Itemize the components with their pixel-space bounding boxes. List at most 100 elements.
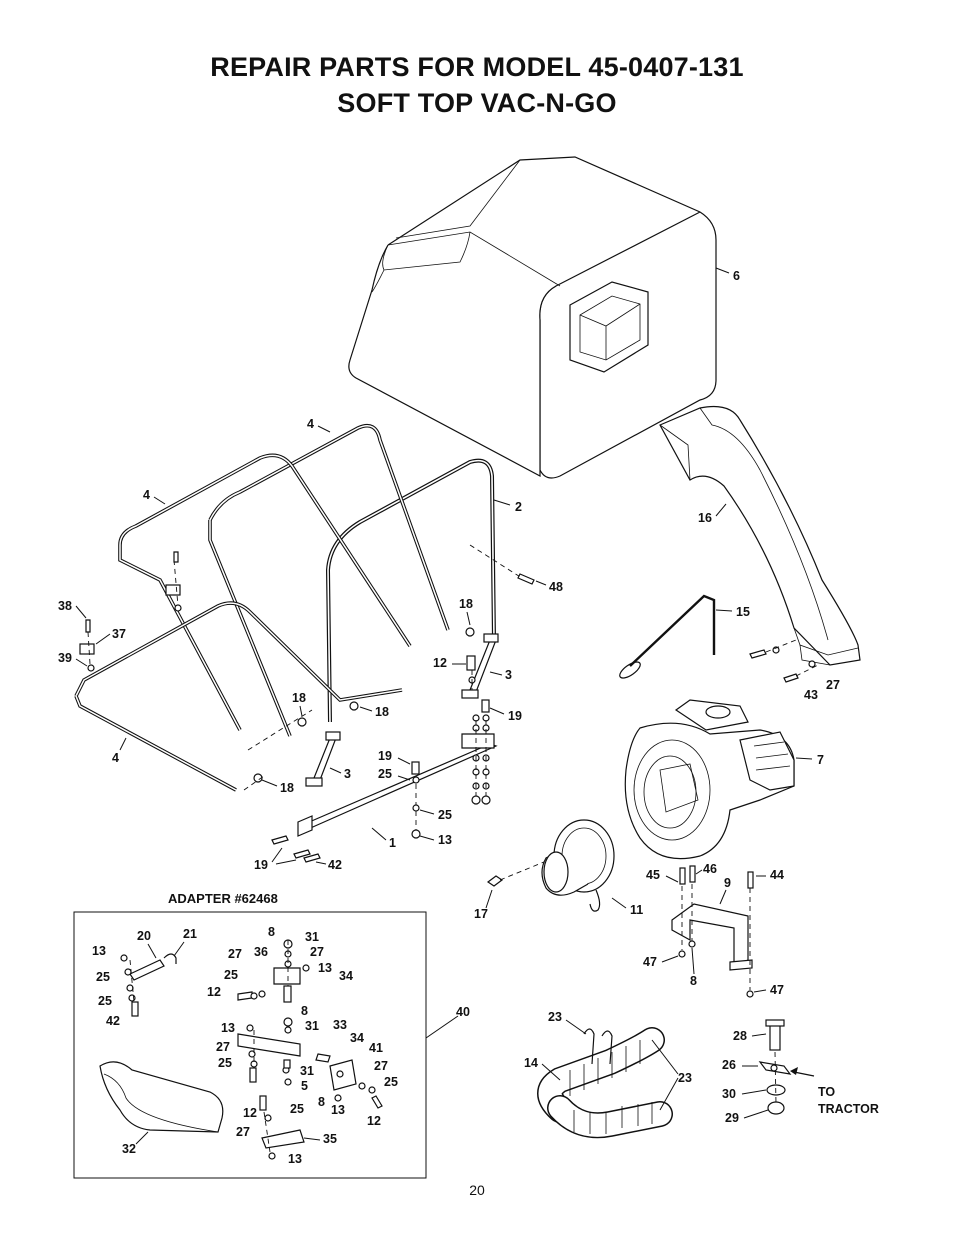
callout-44: 44 (770, 868, 784, 882)
callout-17: 17 (474, 907, 488, 921)
adapter-callout-12a: 12 (207, 985, 221, 999)
callout-19c: 19 (254, 858, 268, 872)
callout-40-leader (425, 1015, 459, 1039)
adapter-callout-13a: 13 (92, 944, 106, 958)
callout-3a: 3 (505, 668, 512, 682)
adapter-hardware (99, 939, 383, 1160)
adapter-callout-35: 35 (323, 1132, 337, 1146)
callout-16: 16 (698, 511, 712, 525)
page-title-line2: SOFT TOP VAC-N-GO (337, 88, 617, 118)
callout-26: 26 (722, 1058, 736, 1072)
adapter-callout-41: 41 (369, 1041, 383, 1055)
callout-23b: 23 (678, 1071, 692, 1085)
callout-47a: 47 (643, 955, 657, 969)
part-3-struts (305, 633, 499, 787)
callout-12a: 12 (433, 656, 447, 670)
adapter-callout-31a: 31 (305, 930, 319, 944)
callout-19b: 19 (378, 749, 392, 763)
callout-43: 43 (804, 688, 818, 702)
part-16-chute (659, 405, 861, 666)
to-tractor-label: TO TRACTOR (818, 1084, 879, 1118)
callout-3b: 3 (344, 767, 351, 781)
adapter-callout-42: 42 (106, 1014, 120, 1028)
adapter-label: ADAPTER #62468 (168, 891, 278, 906)
callout-4-bottom: 4 (112, 751, 119, 765)
callout-25a: 25 (378, 767, 392, 781)
adapter-callout-32: 32 (122, 1142, 136, 1156)
callout-30: 30 (722, 1087, 736, 1101)
adapter-callout-27d: 27 (374, 1059, 388, 1073)
adapter-callout-25e: 25 (384, 1075, 398, 1089)
adapter-callout-31b: 31 (305, 1019, 319, 1033)
adapter-callout-25b: 25 (224, 968, 238, 982)
adapter-callout-25c: 25 (98, 994, 112, 1008)
callout-25b: 25 (438, 808, 452, 822)
callout-48: 48 (549, 580, 563, 594)
adapter-callout-20: 20 (137, 929, 151, 943)
part-11-inlet (486, 819, 615, 912)
callout-8a: 8 (690, 974, 697, 988)
callout-23a: 23 (548, 1010, 562, 1024)
callout-37: 37 (112, 627, 126, 641)
adapter-callout-36: 36 (254, 945, 268, 959)
callout-28: 28 (733, 1029, 747, 1043)
adapter-callout-27b: 27 (310, 945, 324, 959)
adapter-callout-12b: 12 (243, 1106, 257, 1120)
adapter-callout-34b: 34 (350, 1031, 364, 1045)
adapter-callout-8c: 8 (318, 1095, 325, 1109)
chute-hardware (749, 639, 821, 683)
callout-46: 46 (703, 862, 717, 876)
callout-2: 2 (515, 500, 522, 514)
part-6-soft-top-bag (348, 156, 717, 479)
callout-39: 39 (58, 651, 72, 665)
frame-hardware (79, 544, 535, 791)
callout-40: 40 (456, 1005, 470, 1019)
adapter-callout-27c: 27 (216, 1040, 230, 1054)
callout-19a: 19 (508, 709, 522, 723)
part-15-rod (619, 594, 716, 679)
callout-18b: 18 (292, 691, 306, 705)
callout-14: 14 (524, 1056, 538, 1070)
adapter-callout-12c: 12 (367, 1114, 381, 1128)
adapter-callout-27e: 27 (236, 1125, 250, 1139)
rail-hardware (271, 655, 491, 863)
to-tractor-line1: TO (818, 1085, 836, 1099)
callout-29: 29 (725, 1111, 739, 1125)
callout-6: 6 (733, 269, 740, 283)
callout-1: 1 (389, 836, 396, 850)
part-9-bracket (671, 865, 754, 998)
page-title-line1: REPAIR PARTS FOR MODEL 45-0407-131 (210, 52, 744, 82)
callout-45: 45 (646, 868, 660, 882)
adapter-callout-27a: 27 (228, 947, 242, 961)
adapter-callout-8b: 8 (301, 1004, 308, 1018)
page-number: 20 (469, 1182, 485, 1198)
callout-18d: 18 (280, 781, 294, 795)
adapter-callout-25a: 25 (96, 970, 110, 984)
callout-42a: 42 (328, 858, 342, 872)
callout-18c: 18 (375, 705, 389, 719)
adapter-callout-13c: 13 (221, 1021, 235, 1035)
callout-9: 9 (724, 876, 731, 890)
adapter-callout-25f: 25 (290, 1102, 304, 1116)
part-7-blower-engine (624, 699, 795, 860)
part-1-rail (297, 733, 498, 837)
callout-7: 7 (817, 753, 824, 767)
callout-13a: 13 (438, 833, 452, 847)
callout-18a: 18 (459, 597, 473, 611)
adapter-callout-13e: 13 (288, 1152, 302, 1166)
adapter-callout-13d: 13 (331, 1103, 345, 1117)
adapter-callout-8a: 8 (268, 925, 275, 939)
callout-15: 15 (736, 605, 750, 619)
adapter-callout-5: 5 (301, 1079, 308, 1093)
callout-38: 38 (58, 599, 72, 613)
hitch-hardware (758, 1019, 815, 1115)
adapter-callout-31c: 31 (300, 1064, 314, 1078)
adapter-callout-33: 33 (333, 1018, 347, 1032)
adapter-callout-34a: 34 (339, 969, 353, 983)
callout-4-top: 4 (307, 417, 314, 431)
to-tractor-line2: TRACTOR (818, 1102, 879, 1116)
callout-47b: 47 (770, 983, 784, 997)
callout-4-mid: 4 (143, 488, 150, 502)
adapter-callout-13b: 13 (318, 961, 332, 975)
